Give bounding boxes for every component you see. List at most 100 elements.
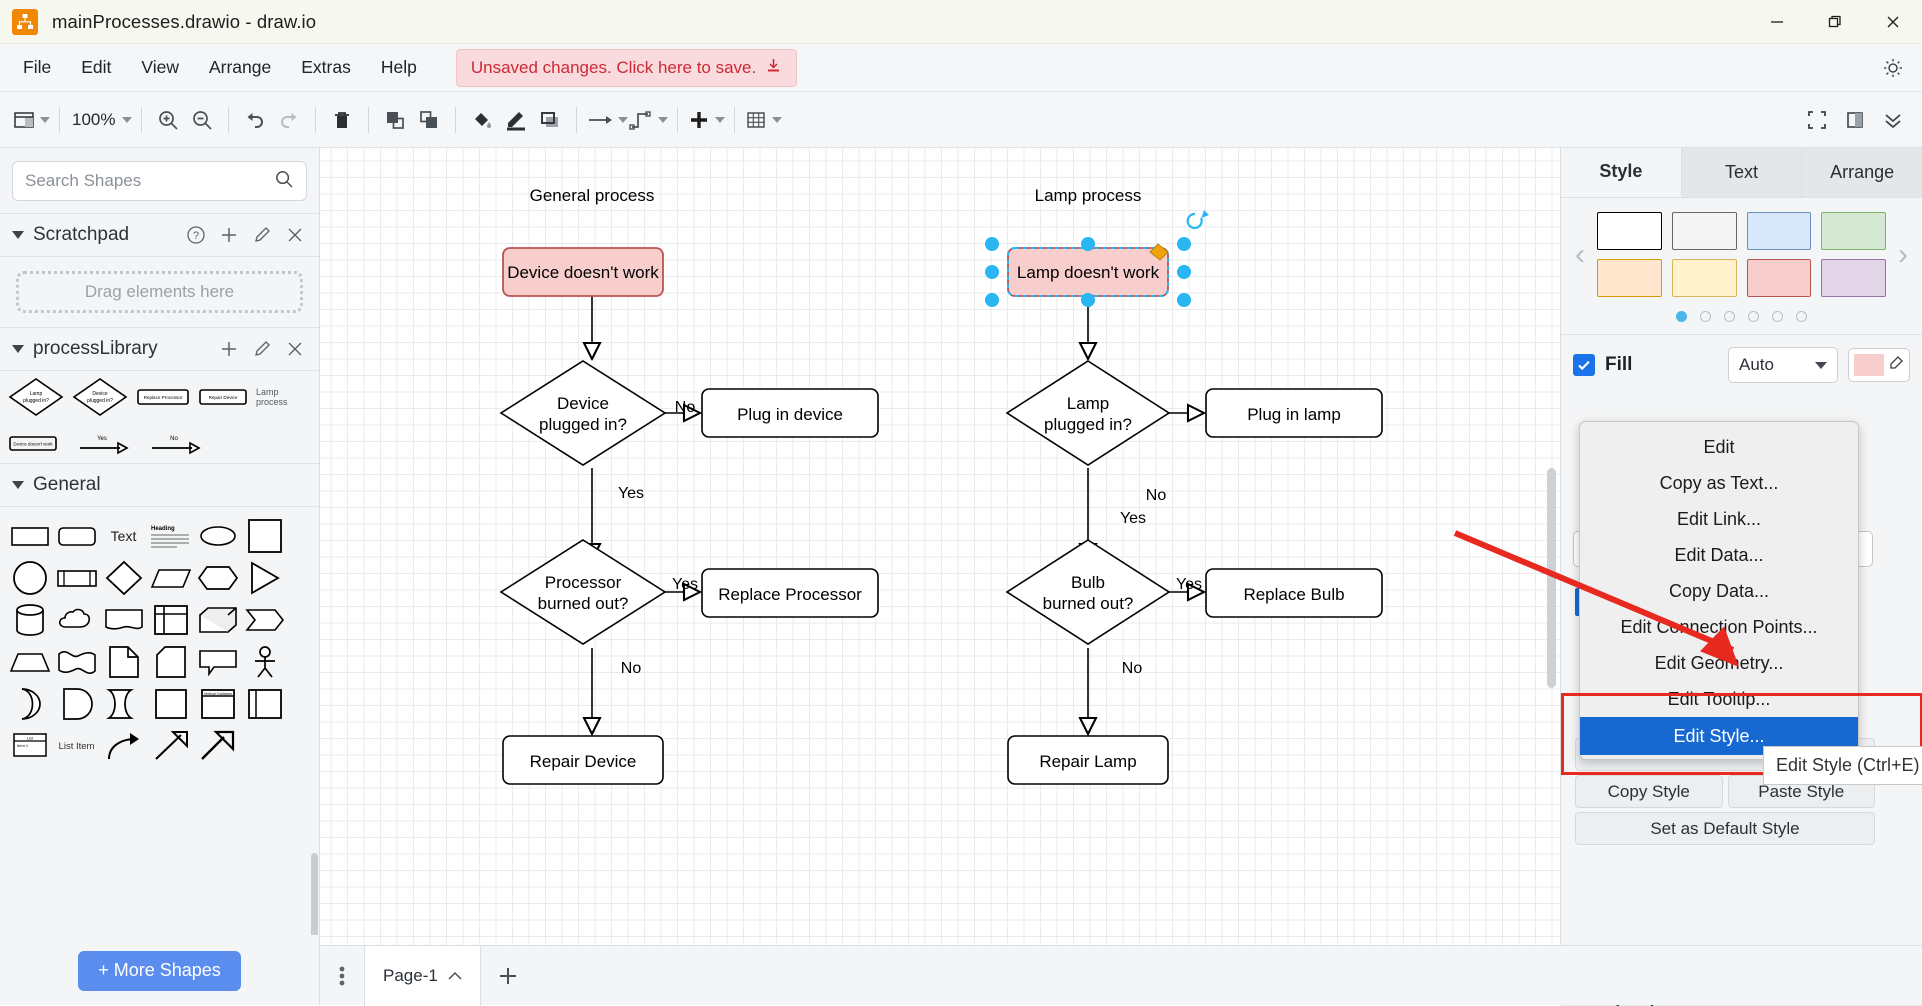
zoom-selector[interactable]: 100% — [69, 100, 132, 140]
library-shape-lamp-process[interactable]: Lamp process — [256, 387, 311, 407]
shape-ellipse[interactable] — [194, 515, 241, 557]
fill-checkbox[interactable] — [1573, 354, 1595, 376]
kebab-menu-icon[interactable] — [320, 965, 364, 987]
shape-square[interactable] — [241, 515, 288, 557]
shape-document[interactable] — [100, 599, 147, 641]
shape-card[interactable] — [147, 641, 194, 683]
shape-triangle[interactable] — [241, 557, 288, 599]
minimize-button[interactable] — [1748, 0, 1806, 44]
theme-toggle-button[interactable] — [1878, 53, 1908, 83]
menu-help[interactable]: Help — [368, 52, 430, 83]
chevron-up-icon[interactable] — [448, 966, 462, 986]
insert-plus-icon[interactable] — [687, 100, 725, 140]
diagram-canvas[interactable]: General process Lamp process No Yes Yes … — [320, 148, 1560, 1005]
plus-icon[interactable] — [217, 337, 241, 361]
undo-icon[interactable] — [238, 100, 272, 140]
page-dot-6[interactable] — [1796, 311, 1807, 322]
shape-dual-arrow[interactable] — [147, 725, 194, 767]
swatch-blue[interactable] — [1747, 212, 1812, 250]
shape-internal-storage[interactable] — [147, 599, 194, 641]
line-color-pen-icon[interactable] — [499, 100, 533, 140]
shape-actor[interactable] — [241, 641, 288, 683]
shape-list-item[interactable]: List Item — [53, 725, 100, 767]
library-shape-device-doesnt-work[interactable]: Device doesn't work — [8, 430, 60, 456]
add-page-button[interactable] — [481, 965, 535, 987]
page-dot-1[interactable] — [1676, 311, 1687, 322]
more-shapes-button[interactable]: + More Shapes — [78, 951, 241, 991]
shape-step[interactable] — [241, 599, 288, 641]
table-grid-icon[interactable] — [744, 100, 782, 140]
tab-text[interactable]: Text — [1682, 148, 1803, 197]
shape-callout[interactable] — [194, 641, 241, 683]
menu-view[interactable]: View — [128, 52, 192, 83]
eyedropper-icon[interactable] — [1888, 355, 1904, 376]
shape-curved-arrow[interactable] — [100, 725, 147, 767]
ctx-edit-geometry[interactable]: Edit Geometry... — [1580, 645, 1858, 681]
library-shape-arrow-no[interactable]: No — [148, 429, 204, 457]
swatch-red[interactable] — [1747, 259, 1812, 297]
chevron-left-icon[interactable]: ‹ — [1565, 238, 1595, 272]
shape-diamond[interactable] — [100, 557, 147, 599]
shape-tape[interactable] — [53, 641, 100, 683]
shape-horizontal-container[interactable] — [241, 683, 288, 725]
shape-note[interactable] — [100, 641, 147, 683]
copy-style-button[interactable]: Copy Style — [1575, 775, 1723, 808]
shape-process[interactable] — [53, 557, 100, 599]
ctx-edit-connection-points[interactable]: Edit Connection Points... — [1580, 609, 1858, 645]
shape-cylinder[interactable] — [6, 599, 53, 641]
edit-pencil-icon[interactable] — [250, 337, 274, 361]
sidebar-scrollbar[interactable] — [311, 853, 318, 935]
shape-data-storage[interactable] — [53, 683, 100, 725]
menu-extras[interactable]: Extras — [288, 52, 364, 83]
shape-thick-arrow[interactable] — [194, 725, 241, 767]
zoom-out-icon[interactable] — [185, 100, 219, 140]
search-input[interactable] — [25, 171, 274, 191]
fill-bucket-icon[interactable] — [465, 100, 499, 140]
page-dot-3[interactable] — [1724, 311, 1735, 322]
chevron-right-icon[interactable]: › — [1888, 238, 1918, 272]
shape-circle[interactable] — [6, 557, 53, 599]
swatch-yellow[interactable] — [1672, 259, 1737, 297]
shape-rounded-rectangle[interactable] — [53, 515, 100, 557]
ctx-edit-data[interactable]: Edit Data... — [1580, 537, 1858, 573]
fill-mode-select[interactable]: Auto — [1728, 347, 1838, 383]
close-icon[interactable] — [283, 223, 307, 247]
menu-edit[interactable]: Edit — [68, 52, 124, 83]
ctx-edit-tooltip[interactable]: Edit Tooltip... — [1580, 681, 1858, 717]
ctx-edit[interactable]: Edit — [1580, 429, 1858, 465]
shape-container[interactable] — [147, 683, 194, 725]
plus-icon[interactable] — [217, 223, 241, 247]
shape-rectangle[interactable] — [6, 515, 53, 557]
ctx-copy-as-text[interactable]: Copy as Text... — [1580, 465, 1858, 501]
panel-layout-icon[interactable] — [12, 100, 50, 140]
shape-vertical-container[interactable]: Vertical Container — [194, 683, 241, 725]
sidebar-section-processlibrary[interactable]: processLibrary — [0, 327, 319, 371]
shape-heading-textblock[interactable]: Heading — [147, 515, 194, 557]
send-to-back-icon[interactable] — [412, 100, 446, 140]
canvas-vertical-scrollbar[interactable] — [1547, 468, 1556, 688]
page-tab-page-1[interactable]: Page-1 — [364, 946, 481, 1006]
scratchpad-dropzone[interactable]: Drag elements here — [16, 271, 303, 313]
swatch-grey[interactable] — [1672, 212, 1737, 250]
palette-scroll-region[interactable]: Scratchpad ? Drag elements here — [0, 213, 319, 935]
help-circle-icon[interactable]: ? — [184, 223, 208, 247]
swatch-white[interactable] — [1597, 212, 1662, 250]
library-shape-repair-device[interactable]: Repair Device — [198, 384, 248, 410]
shape-hexagon[interactable] — [194, 557, 241, 599]
close-icon[interactable] — [283, 337, 307, 361]
library-shape-arrow-yes[interactable]: Yes — [76, 429, 132, 457]
bring-to-front-icon[interactable] — [378, 100, 412, 140]
connection-arrow-icon[interactable] — [586, 100, 628, 140]
shape-cloud[interactable] — [53, 599, 100, 641]
menu-file[interactable]: File — [10, 52, 64, 83]
format-panel-icon[interactable] — [1838, 100, 1872, 140]
zoom-in-icon[interactable] — [151, 100, 185, 140]
shadow-icon[interactable] — [533, 100, 567, 140]
search-shapes-box[interactable] — [12, 161, 307, 201]
page-dot-2[interactable] — [1700, 311, 1711, 322]
shape-or-shape[interactable] — [6, 683, 53, 725]
shape-parallelogram[interactable] — [147, 557, 194, 599]
